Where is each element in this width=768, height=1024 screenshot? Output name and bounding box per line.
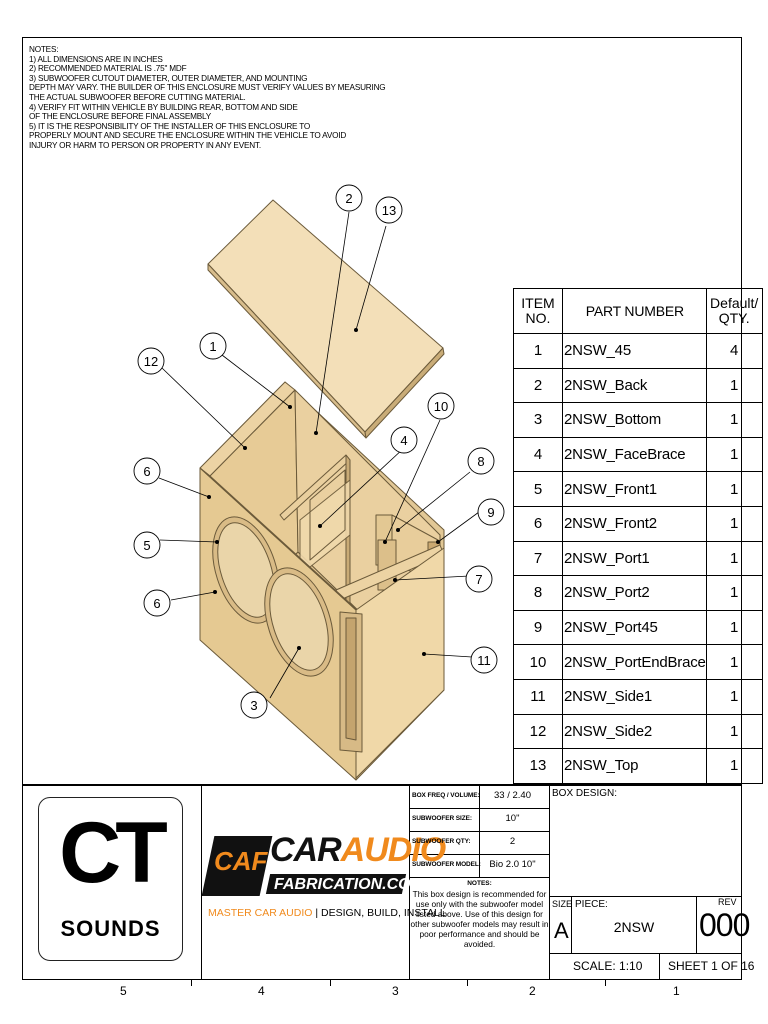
sub-model-label: SUBWOOFER MODEL: — [412, 861, 481, 868]
titleblock-top-border — [22, 784, 742, 786]
balloon-11: 11 — [477, 653, 491, 668]
balloon-8: 8 — [477, 454, 484, 469]
zone-2: 2 — [529, 984, 536, 998]
fabrication-wordmark: FABRICATION.COM — [274, 876, 424, 893]
rev-label: REV — [718, 897, 737, 907]
sub-qty-label: SUBWOOFER QTY: — [412, 838, 471, 845]
logo-tagline: MASTER CAR AUDIO | DESIGN, BUILD, INSTAL… — [208, 907, 446, 919]
balloon-6a: 6 — [143, 464, 150, 479]
box-freq-value: 33 / 2.40 — [494, 790, 531, 801]
caf-logo-letters: CAF — [214, 846, 268, 876]
note-line: DEPTH MAY VARY. THE BUILDER OF THIS ENCL… — [29, 83, 386, 93]
note-line: NOTES: — [29, 45, 59, 54]
balloon-1: 1 — [209, 339, 216, 354]
balloon-7: 7 — [475, 572, 482, 587]
size-value: A — [554, 918, 569, 943]
piece-label: PIECE: — [575, 899, 608, 910]
box-design-label: BOX DESIGN: — [552, 788, 618, 799]
zone-3: 3 — [392, 984, 399, 998]
top-panel — [207, 199, 444, 433]
box-freq-label: BOX FREQ / VOLUME: — [412, 792, 480, 799]
balloon-9: 9 — [487, 505, 494, 520]
note-line: THE ACTUAL SUBWOOFER BEFORE CUTTING MATE… — [29, 92, 246, 102]
zone-5: 5 — [120, 984, 127, 998]
scale-label: SCALE: 1:10 — [573, 959, 643, 973]
note-line: 1) ALL DIMENSIONS ARE IN INCHES — [29, 54, 163, 64]
ct-sounds-logo: CT SOUNDS — [38, 797, 183, 961]
balloon-12: 12 — [144, 354, 158, 369]
note-line: 4) VERIFY FIT WITHIN VEHICLE BY BUILDING… — [29, 102, 298, 112]
zone-1: 1 — [673, 984, 680, 998]
balloon-6b: 6 — [153, 596, 160, 611]
part-number-header: PART NUMBER — [562, 288, 707, 334]
rev-value: 000 — [699, 907, 750, 943]
qty-header: Default/QTY. — [705, 288, 763, 334]
balloon-3: 3 — [250, 698, 257, 713]
note-line: 2) RECOMMENDED MATERIAL IS .75" MDF — [29, 64, 187, 74]
balloon-13: 13 — [382, 203, 396, 218]
note-line: INJURY OR HARM TO PERSON OR PROPERTY IN … — [29, 140, 261, 150]
balloon-10: 10 — [434, 399, 448, 414]
balloon-4: 4 — [400, 433, 407, 448]
note-line: 3) SUBWOOFER CUTOUT DIAMETER, OUTER DIAM… — [29, 73, 308, 83]
sub-model-value: Bio 2.0 10" — [489, 859, 536, 870]
note-line: PROPERLY MOUNT AND SECURE THE ENCLOSURE … — [29, 131, 347, 141]
caraudio-wordmark: CARAUDIO — [270, 831, 446, 869]
note-line: 5) IT IS THE RESPONSIBILITY OF THE INSTA… — [29, 121, 311, 131]
sub-qty-value: 2 — [509, 836, 516, 847]
titleblock-notes: NOTES: This box design is recommended fo… — [410, 880, 549, 949]
size-label: SIZE — [552, 899, 573, 909]
sub-size-label: SUBWOOFER SIZE: — [412, 815, 472, 822]
balloon-5: 5 — [143, 538, 150, 553]
zone-4: 4 — [258, 984, 265, 998]
sheet-label: SHEET 1 OF 16 — [668, 959, 755, 973]
balloon-2: 2 — [345, 191, 352, 206]
note-line: OF THE ENCLOSURE BEFORE FINAL ASSEMBLY — [29, 112, 211, 122]
piece-value: 2NSW — [613, 919, 655, 935]
sub-size-value: 10" — [505, 813, 520, 824]
drawing-notes: NOTES: 1) ALL DIMENSIONS ARE IN INCHES 2… — [29, 45, 389, 151]
